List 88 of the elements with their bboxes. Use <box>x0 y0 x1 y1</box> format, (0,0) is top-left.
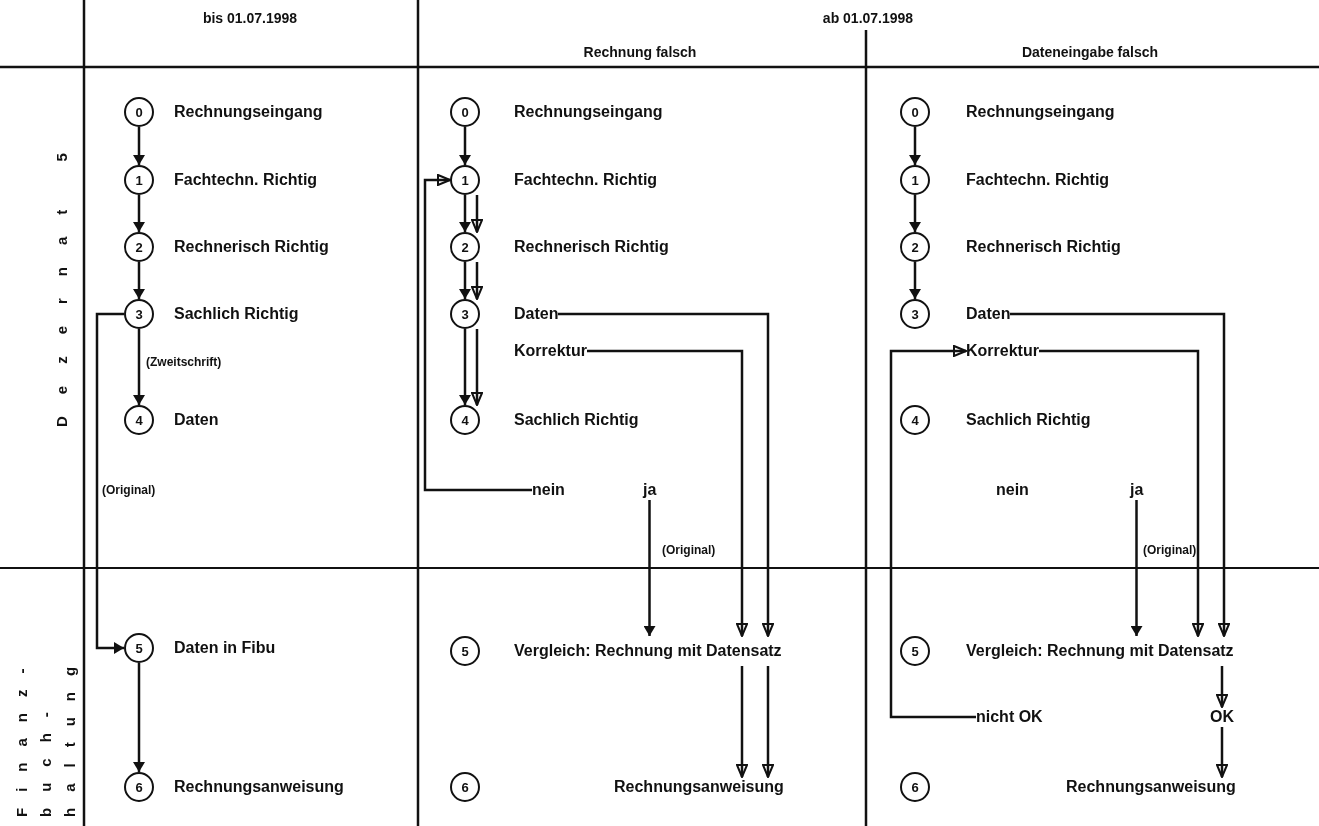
column-header: bis 01.07.1998 <box>202 10 298 26</box>
step-number: 1 <box>900 165 930 195</box>
arrow <box>133 127 145 165</box>
edge-label: (Zweitschrift) <box>146 355 222 369</box>
step-number: 0 <box>450 97 480 127</box>
flow-label: Korrektur <box>966 341 1039 361</box>
arrow <box>459 262 471 299</box>
step-number: 1 <box>450 165 480 195</box>
step-label: Rechnungsanweisung <box>174 778 344 796</box>
step-number: 2 <box>124 232 154 262</box>
step-number: 3 <box>900 299 930 329</box>
flow-label: nein <box>996 480 1029 500</box>
arrow <box>471 329 483 406</box>
step-label: Rechnerisch Richtig <box>966 238 1121 256</box>
flow-label: ja <box>643 480 657 500</box>
step-label: Daten <box>966 305 1011 323</box>
arrow <box>423 174 532 492</box>
arrow <box>133 329 145 405</box>
step-label: Rechnerisch Richtig <box>514 238 669 256</box>
flow-label: Rechnungsanweisung <box>1066 777 1236 797</box>
arrow <box>909 127 921 165</box>
step-label: Rechnerisch Richtig <box>174 238 329 256</box>
step-number: 1 <box>124 165 154 195</box>
arrow <box>762 666 774 778</box>
column-header: Dateneingabe falsch <box>1021 44 1159 60</box>
step-label: Sachlich Richtig <box>174 305 299 323</box>
arrow <box>909 262 921 299</box>
step-label: Fachtechn. Richtig <box>174 171 318 189</box>
arrow <box>909 195 921 232</box>
arrow <box>1130 500 1143 636</box>
arrow <box>459 195 471 232</box>
step-label: Vergleich: Rechnung mit Datensatz <box>966 642 1234 660</box>
arrow <box>471 262 483 300</box>
lane-title: Finanz- buch- haltung <box>12 649 79 817</box>
step-number: 5 <box>900 636 930 666</box>
step-number: 4 <box>124 405 154 435</box>
arrow <box>471 195 483 233</box>
step-label: Fachtechn. Richtig <box>514 171 658 189</box>
arrow <box>736 666 748 778</box>
arrow <box>587 349 748 637</box>
flow-label: nein <box>532 480 565 500</box>
flow-label: Rechnungsanweisung <box>614 777 784 797</box>
flow-label: Korrektur <box>514 341 587 361</box>
step-number: 6 <box>450 772 480 802</box>
arrow <box>459 127 471 165</box>
flow-label: OK <box>1210 707 1234 727</box>
arrow <box>1039 349 1204 637</box>
step-label: Daten <box>174 411 219 429</box>
arrow <box>558 312 774 637</box>
step-number: 3 <box>124 299 154 329</box>
step-label: Daten in Fibu <box>174 639 276 657</box>
step-number: 4 <box>900 405 930 435</box>
arrow <box>133 663 145 772</box>
step-number: 4 <box>450 405 480 435</box>
arrow <box>95 312 124 654</box>
step-label: Sachlich Richtig <box>966 411 1091 429</box>
edge-label: (Original) <box>1143 543 1197 557</box>
step-label: Rechnungseingang <box>966 103 1115 121</box>
flow-label: ja <box>1130 480 1144 500</box>
step-number: 2 <box>450 232 480 262</box>
step-label: Fachtechn. Richtig <box>966 171 1110 189</box>
arrow <box>133 262 145 299</box>
arrow <box>889 345 976 719</box>
step-label: Daten <box>514 305 559 323</box>
flow-label: nicht OK <box>976 707 1043 727</box>
arrow <box>643 500 656 636</box>
step-number: 5 <box>450 636 480 666</box>
step-number: 6 <box>900 772 930 802</box>
step-number: 6 <box>124 772 154 802</box>
arrow <box>1010 312 1230 637</box>
step-number: 0 <box>900 97 930 127</box>
step-label: Vergleich: Rechnung mit Datensatz <box>514 642 782 660</box>
arrow <box>459 329 471 405</box>
step-label: Rechnungseingang <box>514 103 663 121</box>
lane-title: Dezernat 5 <box>52 130 71 427</box>
step-number: 3 <box>450 299 480 329</box>
step-number: 2 <box>900 232 930 262</box>
column-header: Rechnung falsch <box>583 44 697 60</box>
step-number: 0 <box>124 97 154 127</box>
column-header: ab 01.07.1998 <box>822 10 914 26</box>
edge-label: (Original) <box>662 543 716 557</box>
arrow <box>133 195 145 232</box>
arrow <box>1216 727 1228 778</box>
step-number: 5 <box>124 633 154 663</box>
step-label: Rechnungseingang <box>174 103 323 121</box>
step-label: Sachlich Richtig <box>514 411 639 429</box>
edge-label: (Original) <box>102 483 156 497</box>
arrow <box>1216 666 1228 708</box>
